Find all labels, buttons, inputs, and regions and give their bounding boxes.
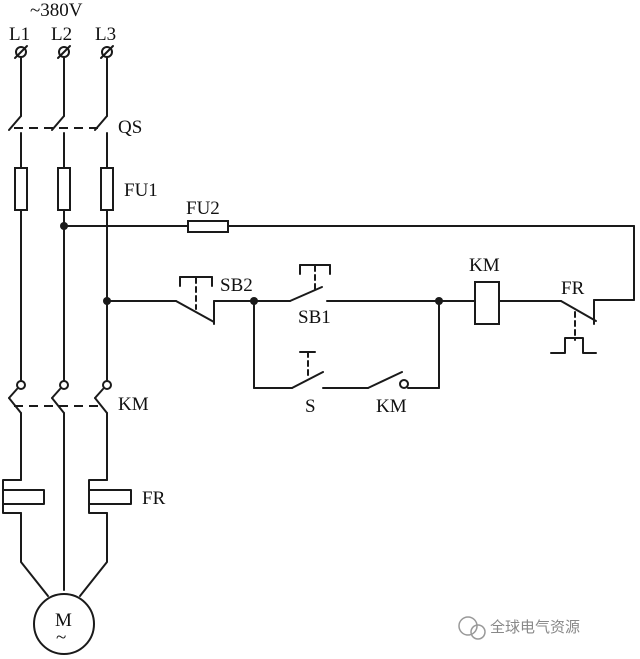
watermark-text: 全球电气资源 <box>490 618 580 636</box>
km-coil-label: KM <box>469 255 500 276</box>
watermark: 全球电气资源 <box>458 616 580 640</box>
qs-label: QS <box>118 117 142 138</box>
km-aux-contact <box>367 371 409 389</box>
km-main-label: KM <box>118 394 149 415</box>
fr-heater-label: FR <box>142 488 166 509</box>
fu2-fuse <box>187 220 229 233</box>
s-switch <box>291 351 324 389</box>
fr-overload-contact <box>550 299 597 354</box>
sb1-start-button <box>289 264 331 302</box>
km-aux-label: KM <box>376 396 407 417</box>
fu1-fuses <box>14 167 114 211</box>
phase-label-l2: L2 <box>51 24 72 45</box>
fu2-label: FU2 <box>186 198 220 219</box>
motor-label: M <box>55 610 72 631</box>
fr-thermal-elements <box>2 479 132 514</box>
motor-ac-symbol: ~ <box>56 627 66 648</box>
qs-disconnect-switch <box>8 115 108 146</box>
km-coil <box>474 281 500 325</box>
phase-conductors-upper <box>20 56 108 117</box>
km-main-contacts <box>8 380 112 414</box>
fu1-label: FU1 <box>124 180 158 201</box>
phase-label-l1: L1 <box>9 24 30 45</box>
phase-label-l3: L3 <box>95 24 116 45</box>
sb2-stop-button <box>175 276 215 325</box>
supply-voltage-label: ~380V <box>30 0 83 21</box>
motor <box>33 593 95 655</box>
fr-contact-label: FR <box>561 278 585 299</box>
sb2-label: SB2 <box>220 275 253 296</box>
s-label: S <box>305 396 316 417</box>
wechat-icon <box>458 616 478 636</box>
sb1-label: SB1 <box>298 307 331 328</box>
